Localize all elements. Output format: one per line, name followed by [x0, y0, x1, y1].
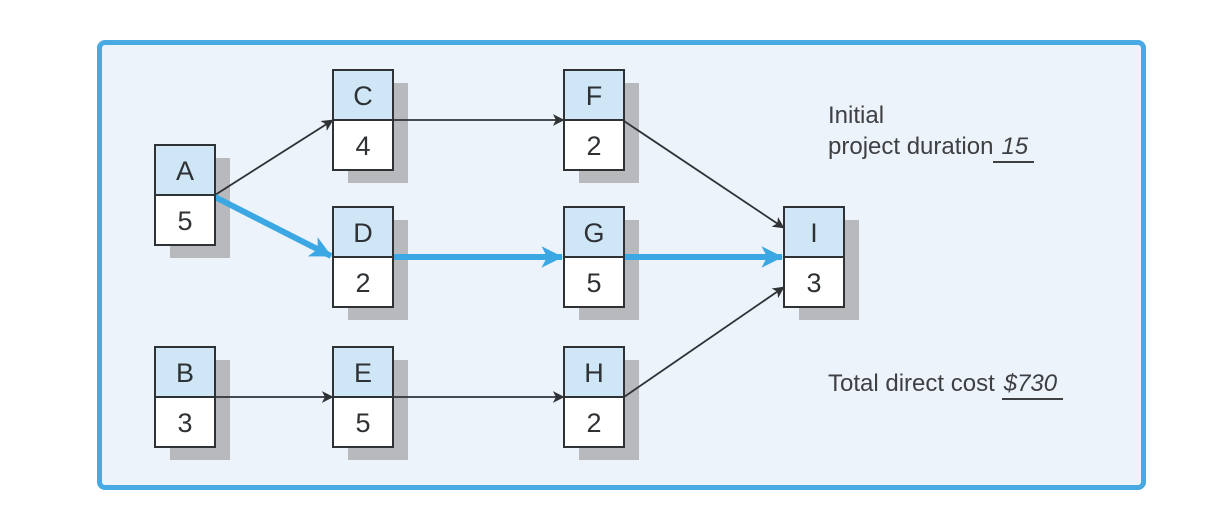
node-g: G 5	[563, 206, 625, 308]
edge-a-c	[214, 119, 334, 196]
node-e-label: E	[354, 358, 372, 388]
node-g-duration-cell	[563, 256, 625, 308]
node-a-label: A	[176, 156, 194, 186]
cost-label: Total direct cost	[828, 370, 995, 397]
node-shadows	[170, 83, 859, 460]
node-f-label: F	[586, 81, 603, 111]
total-direct-cost-annotation: Total direct cost$730	[828, 368, 1064, 400]
edges	[213, 114, 785, 403]
node-d: D 2	[332, 206, 394, 308]
node-b-label: B	[176, 358, 194, 388]
node-c-label-cell	[332, 69, 394, 121]
edge-a-d-critical	[213, 194, 333, 259]
duration-label-line1: Initial	[828, 102, 885, 129]
node-e-duration-cell	[332, 396, 394, 448]
edge-f-i	[623, 120, 785, 229]
node-d-duration-cell	[332, 256, 394, 308]
nodes: A 5 B 3 C 4 D 2	[154, 69, 845, 448]
node-b: B 3	[154, 346, 216, 448]
node-a: A 5	[154, 144, 216, 246]
node-h-label-cell	[563, 346, 625, 398]
node-d-label-cell	[332, 206, 394, 258]
node-d-label: D	[353, 218, 373, 248]
node-f-duration-cell	[563, 119, 625, 171]
duration-value: 15	[993, 133, 1035, 163]
node-h: H 2	[563, 346, 625, 448]
node-g-label-cell	[563, 206, 625, 258]
node-c-duration-cell	[332, 119, 394, 171]
node-a-label-cell	[154, 144, 216, 196]
node-i: I 3	[783, 206, 845, 308]
node-e: E 5	[332, 346, 394, 448]
node-i-duration: 3	[806, 268, 821, 298]
cost-value: $730	[1001, 370, 1064, 400]
node-h-duration: 2	[586, 408, 601, 438]
node-h-label: H	[584, 358, 604, 388]
edge-h-i	[623, 286, 785, 398]
node-f-duration: 2	[586, 131, 601, 161]
duration-label-line2: project duration	[828, 133, 994, 160]
node-g-duration: 5	[586, 268, 601, 298]
node-b-label-cell	[154, 346, 216, 398]
node-d-duration: 2	[355, 268, 370, 298]
node-f: F 2	[563, 69, 625, 171]
node-g-label: G	[583, 218, 604, 248]
node-c-label: C	[353, 81, 373, 111]
node-i-label-cell	[783, 206, 845, 258]
node-h-duration-cell	[563, 396, 625, 448]
node-a-duration: 5	[177, 206, 192, 236]
node-e-duration: 5	[355, 408, 370, 438]
node-c-duration: 4	[355, 131, 370, 161]
node-c: C 4	[332, 69, 394, 171]
node-i-duration-cell	[783, 256, 845, 308]
node-b-duration-cell	[154, 396, 216, 448]
node-a-duration-cell	[154, 194, 216, 246]
node-b-duration: 3	[177, 408, 192, 438]
node-i-label: I	[810, 218, 818, 248]
node-e-label-cell	[332, 346, 394, 398]
